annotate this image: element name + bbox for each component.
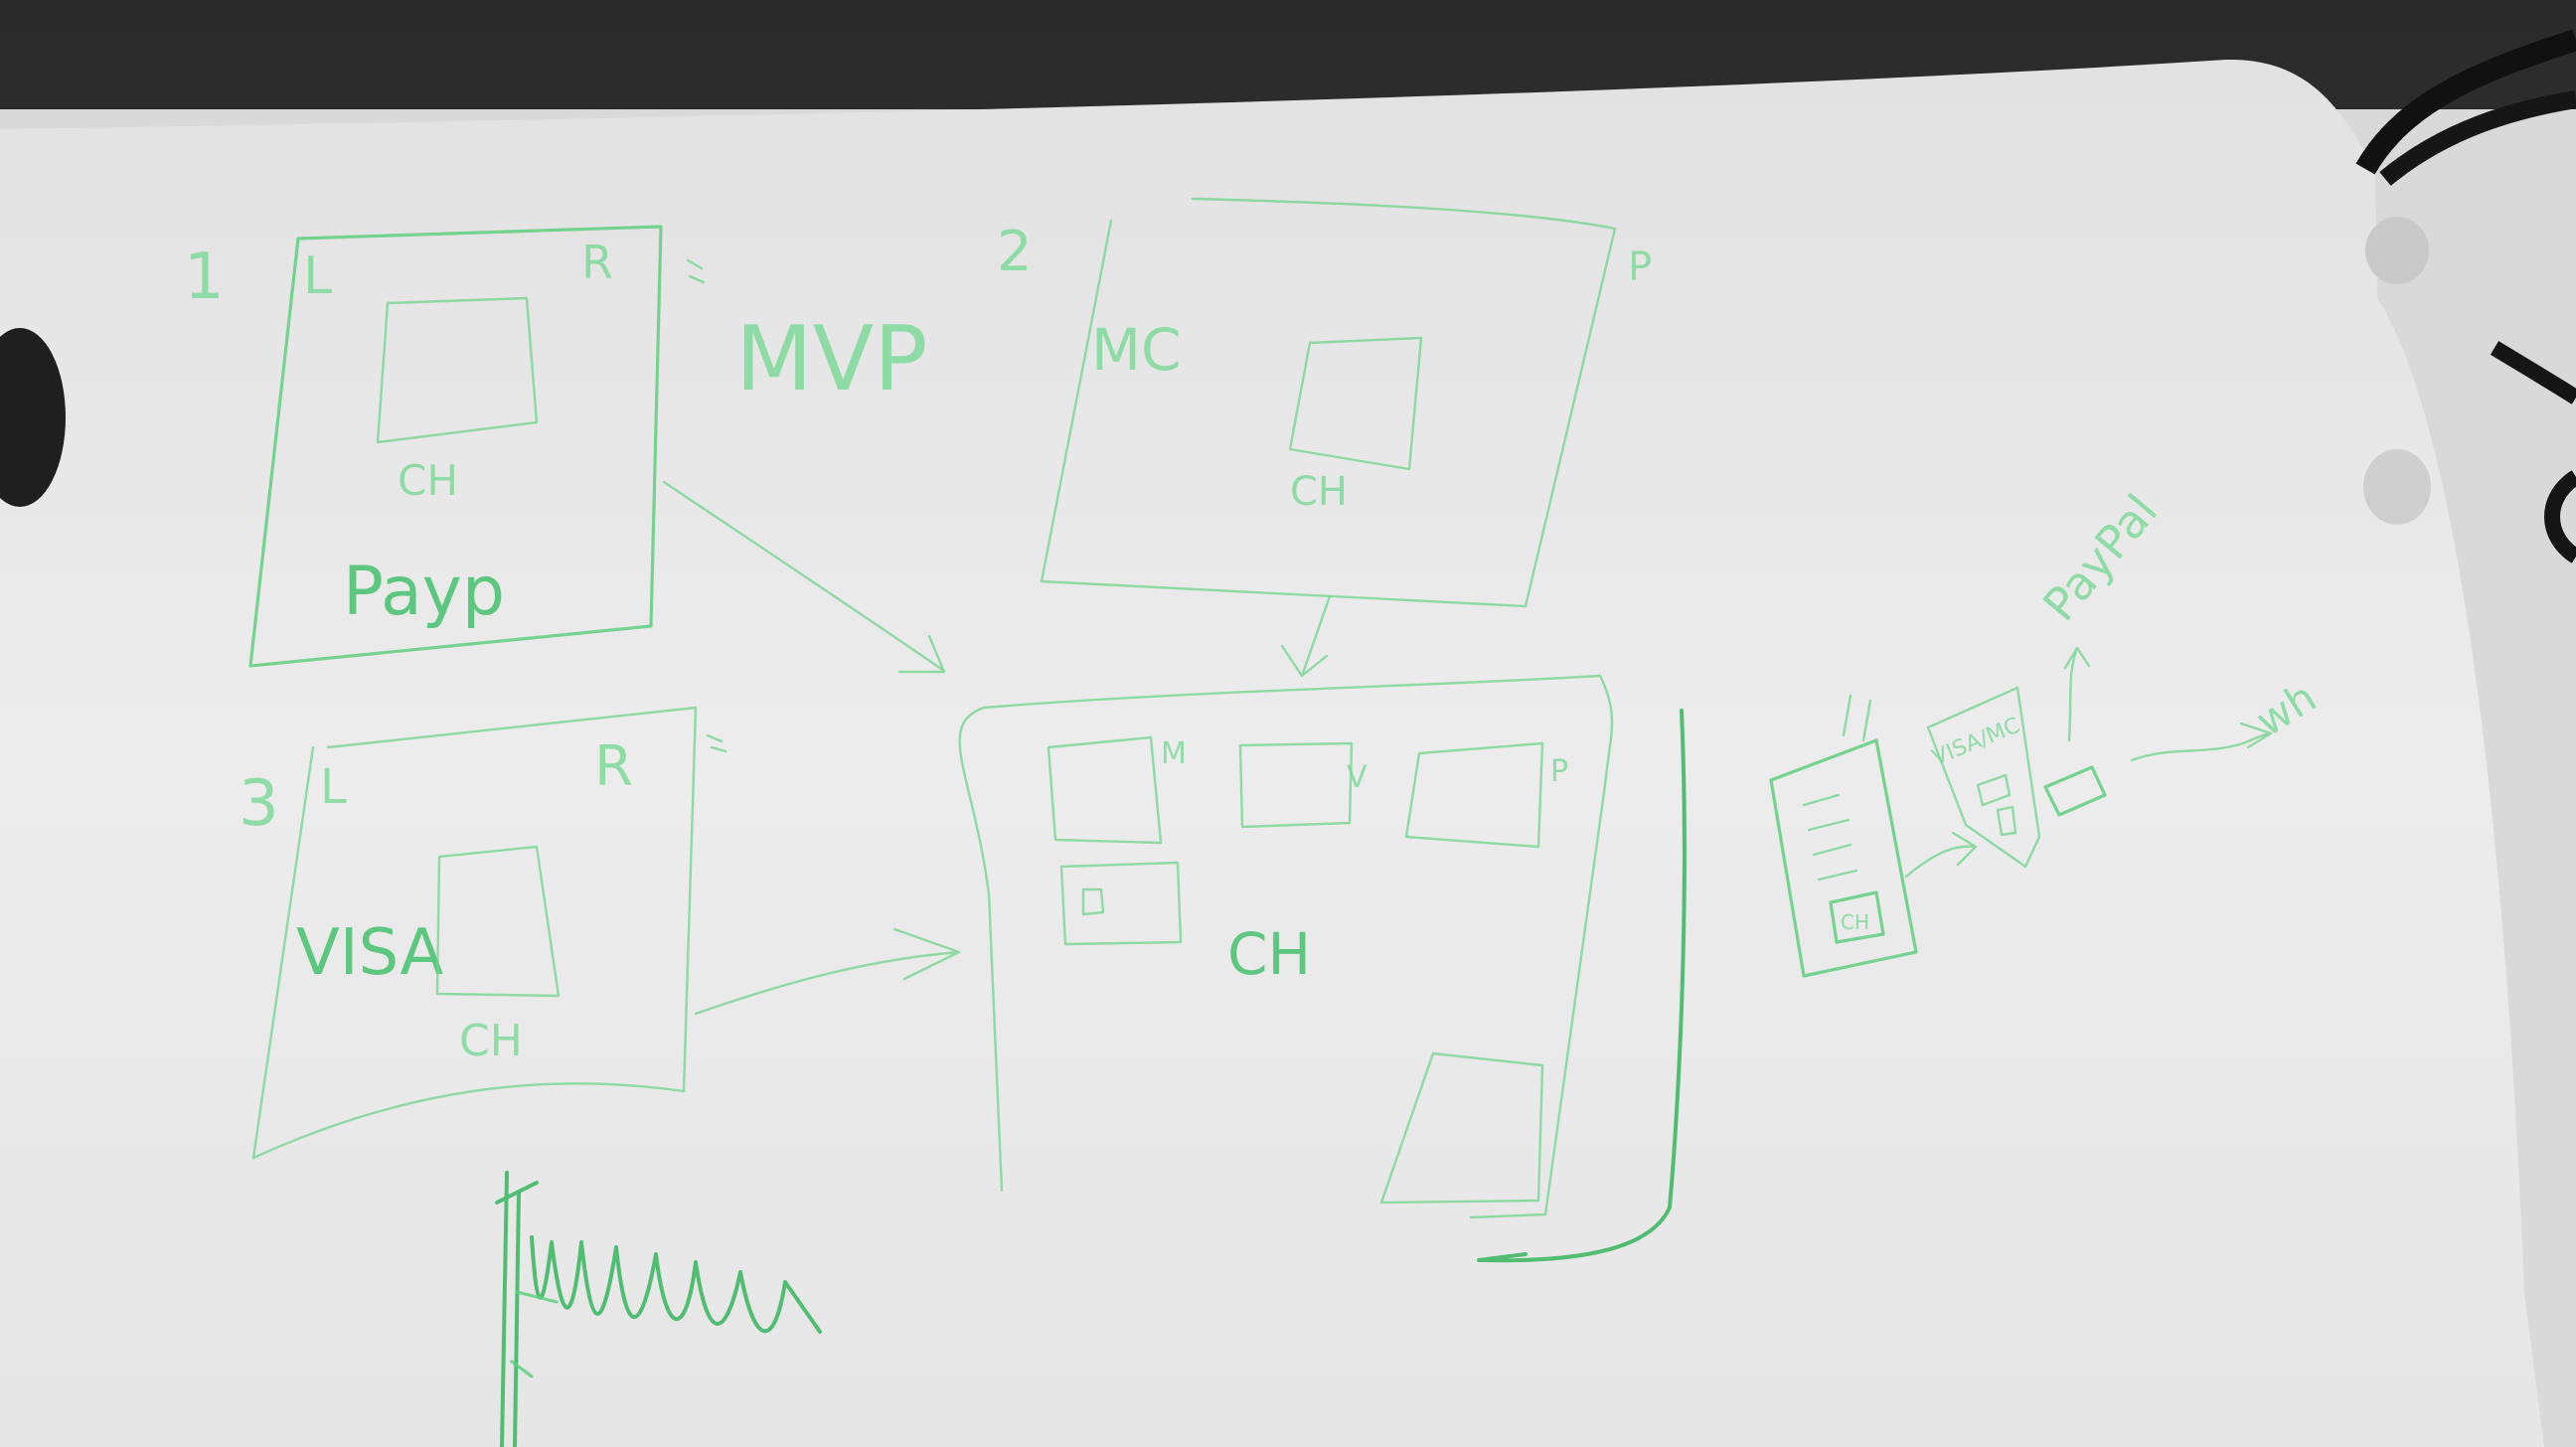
panel-3: 3 L R VISA CH xyxy=(239,706,727,1160)
panel-3-inner-box xyxy=(435,845,561,998)
cable-1 xyxy=(2355,29,2576,175)
flow-document-badge xyxy=(1829,890,1885,944)
panel-3-frame xyxy=(251,706,698,1160)
combined-tile-m-label: M xyxy=(1161,736,1187,771)
panel-1-number: 1 xyxy=(184,241,225,314)
combined-tile-v xyxy=(1238,741,1354,829)
cable-3 xyxy=(2490,341,2576,404)
combined-caption: CH xyxy=(1227,920,1311,988)
flow-document xyxy=(1769,738,1918,978)
panel-1-left-label: L xyxy=(303,246,332,306)
flow-document-lines xyxy=(1802,793,1858,882)
arrow-panel3-to-combined xyxy=(694,927,961,1016)
panel-2-corner-label: P xyxy=(1628,244,1652,290)
binder-hole-1 xyxy=(2365,217,2429,284)
flow-card xyxy=(2043,765,2107,817)
flow-arrow-right xyxy=(2130,722,2273,762)
panel-2-number: 2 xyxy=(997,220,1033,284)
arrow-panel2-to-combined xyxy=(1280,594,1332,678)
panel-3-number: 3 xyxy=(239,767,279,841)
flow-document-top-marks xyxy=(1842,694,1872,742)
panel-1: 1 L R CH Payp xyxy=(184,225,706,668)
panel-1-caption: CH xyxy=(398,456,458,505)
panel-3-brand: VISA xyxy=(296,916,443,990)
panel-1-tick xyxy=(686,258,706,284)
panel-3-tick xyxy=(706,733,727,753)
mvp-label: MVP xyxy=(735,307,928,411)
flow-stack-tiles xyxy=(1976,773,2017,837)
panel-3-caption: CH xyxy=(459,1016,523,1066)
flow-arrow-1 xyxy=(1904,831,1978,879)
combined-tile-m xyxy=(1046,735,1163,845)
panel-3-left-label: L xyxy=(320,759,347,815)
dark-object-left xyxy=(0,328,66,507)
cable-4 xyxy=(2544,470,2576,563)
panel-2-brand: MC xyxy=(1091,316,1182,384)
flow-stack xyxy=(1926,686,2041,869)
combined-tile-p xyxy=(1404,741,1544,849)
panel-1-brand: Payp xyxy=(343,553,505,631)
panel-2: 2 P MC CH xyxy=(997,197,1652,608)
panel-1-frame xyxy=(248,225,663,668)
panel-2-inner-box xyxy=(1288,336,1423,471)
panel-3-right-label: R xyxy=(594,734,633,799)
combined-tile-d xyxy=(1059,861,1183,946)
flow-document-badge-label: CH xyxy=(1841,910,1869,934)
cable-2 xyxy=(2379,90,2576,186)
panel-1-right-label: R xyxy=(581,236,613,289)
combined-tile-d-glyph xyxy=(1081,887,1105,916)
flow-arrow-up xyxy=(2063,646,2091,742)
combined-frame xyxy=(958,674,1614,1219)
divider-line xyxy=(1477,709,1687,1263)
panel-2-caption: CH xyxy=(1290,469,1348,515)
panel-1-inner-box xyxy=(376,296,539,444)
arrow-panel1-to-combined xyxy=(662,480,946,674)
panel-2-frame xyxy=(1040,197,1617,608)
paper-sheet xyxy=(0,59,2544,1447)
scribble-marks xyxy=(510,1290,559,1378)
binder-hole-2 xyxy=(2363,449,2431,525)
scribble xyxy=(495,1171,822,1447)
combined-tile-v-label: V xyxy=(1347,760,1368,795)
combined-corner-box xyxy=(1379,1051,1544,1205)
combined-tile-p-label: P xyxy=(1550,754,1568,789)
panel-combined: M V P CH xyxy=(958,674,1614,1219)
